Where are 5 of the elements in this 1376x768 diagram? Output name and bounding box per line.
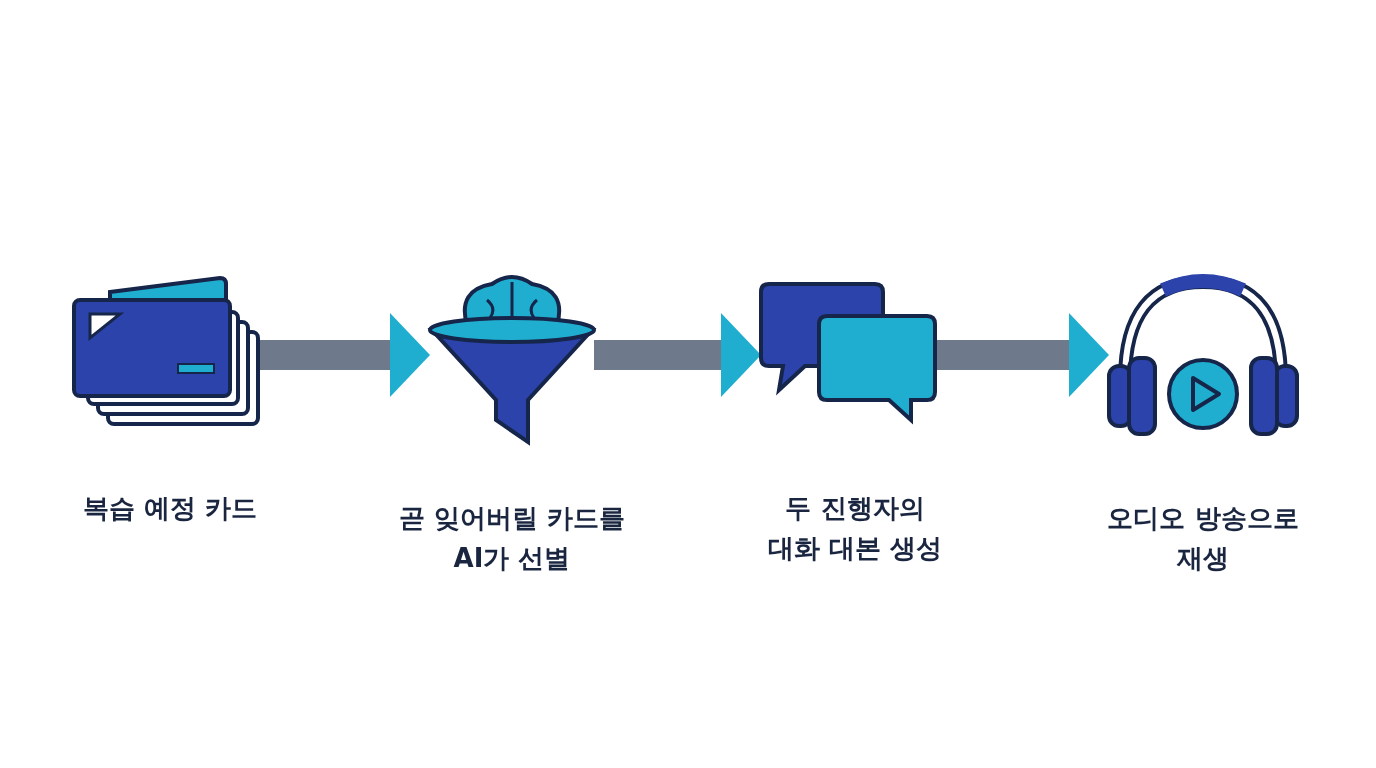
step-label: 곧 잊어버릴 카드를 AI가 선별 (397, 502, 627, 575)
arrow (594, 313, 761, 397)
step-label: 두 진행자의 대화 대본 생성 (766, 492, 944, 565)
step-label: 오디오 방송으로 재생 (1106, 502, 1300, 575)
step-label: 복습 예정 카드 (81, 492, 259, 525)
